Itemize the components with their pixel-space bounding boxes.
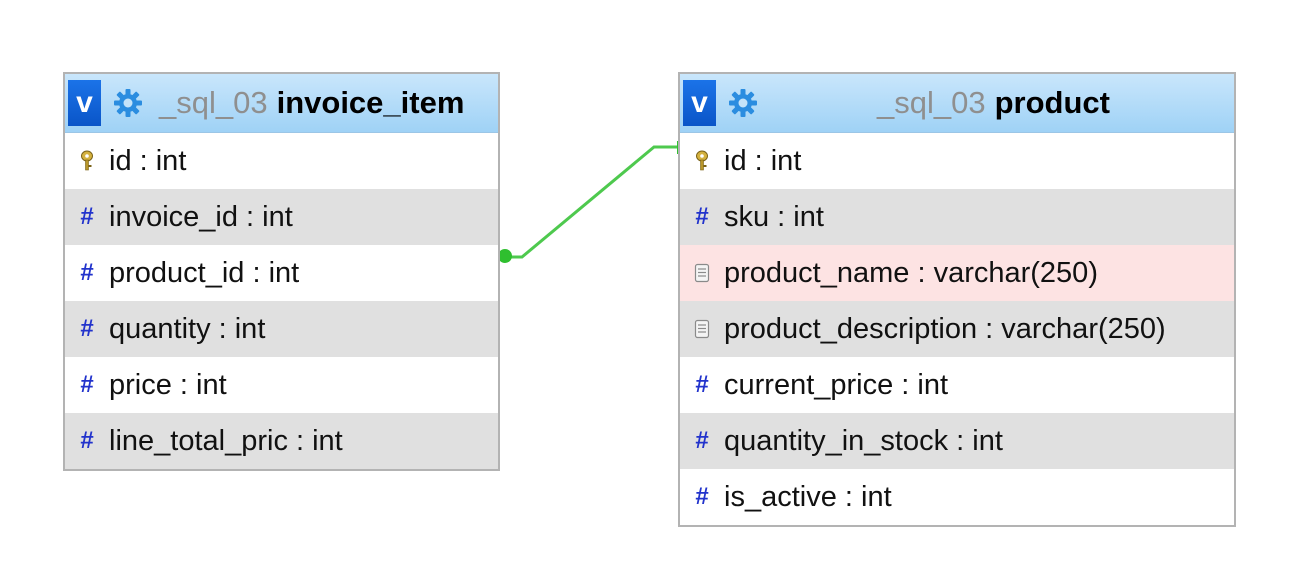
column-row[interactable]: # price : int [65,357,498,413]
toggle-label: v [76,86,93,119]
column-row[interactable]: # product_id : int [65,245,498,301]
column-label: product_id : int [109,256,300,289]
column-label: id : int [724,144,802,177]
hash-icon: # [695,483,709,510]
schema-name: _sql_03 [877,85,986,120]
gear-icon[interactable] [111,86,145,120]
table-name: product [994,85,1110,120]
column-label: invoice_id : int [109,200,293,233]
toggle-columns-button[interactable]: v [683,80,716,126]
gear-icon[interactable] [726,86,760,120]
table-name: invoice_item [276,85,465,120]
column-label: product_description : varchar(250) [724,312,1166,345]
column-label: line_total_pric : int [109,424,343,457]
toggle-label: v [691,86,708,119]
column-row[interactable]: # quantity : int [65,301,498,357]
column-row[interactable]: # line_total_pric : int [65,413,498,469]
text-icon [680,319,724,339]
hash-icon: # [695,371,709,398]
column-label: sku : int [724,200,824,233]
text-icon [680,263,724,283]
hash-icon: # [695,427,709,454]
hash-icon: # [80,203,94,230]
column-row[interactable]: # sku : int [680,189,1234,245]
column-row[interactable]: id : int [680,133,1234,189]
toggle-columns-button[interactable]: v [68,80,101,126]
column-label: price : int [109,368,227,401]
column-row[interactable]: # invoice_id : int [65,189,498,245]
column-row[interactable]: product_name : varchar(250) [680,245,1234,301]
hash-icon: # [695,203,709,230]
column-label: product_name : varchar(250) [724,256,1098,289]
key-icon [65,150,109,172]
hash-icon: # [80,427,94,454]
hash-icon: # [80,259,94,286]
schema-name: _sql_03 [159,85,268,120]
column-label: id : int [109,144,187,177]
column-row[interactable]: # is_active : int [680,469,1234,525]
column-label: current_price : int [724,368,949,401]
column-label: quantity : int [109,312,266,345]
column-row[interactable]: # quantity_in_stock : int [680,413,1234,469]
relation-endpoint-dot [498,249,512,263]
relation-line [501,145,680,259]
hash-icon: # [80,371,94,398]
column-label: quantity_in_stock : int [724,424,1003,457]
hash-icon: # [80,315,94,342]
column-label: is_active : int [724,480,892,513]
column-row[interactable]: product_description : varchar(250) [680,301,1234,357]
key-icon [680,150,724,172]
column-row[interactable]: # current_price : int [680,357,1234,413]
column-row[interactable]: id : int [65,133,498,189]
